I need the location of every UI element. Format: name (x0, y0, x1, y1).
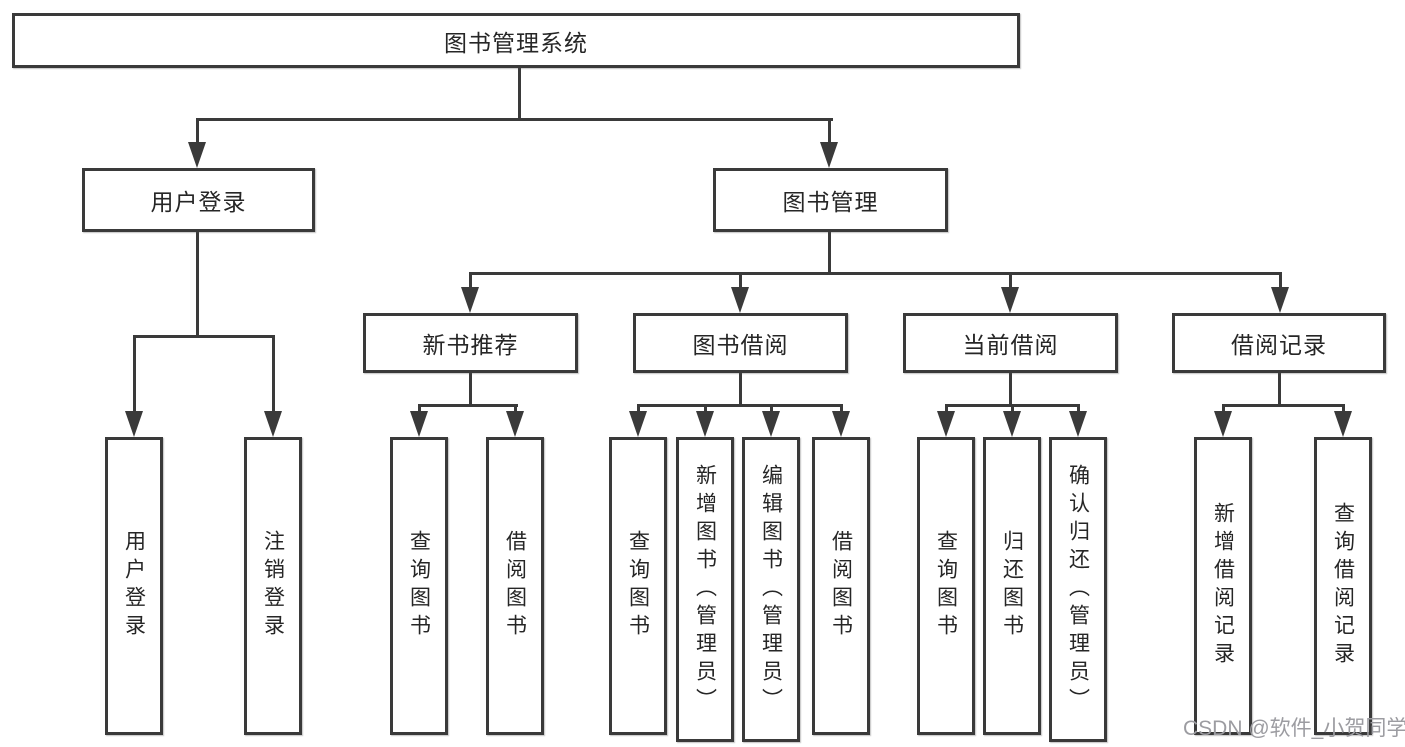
leaf-query-book-3: 查询图书 (917, 437, 975, 735)
arrow-down-icon (461, 287, 479, 313)
arrow-down-icon (731, 287, 749, 313)
connector-line (704, 404, 707, 414)
leaf-confirm-return-admin: 确认归还（管理员） (1049, 437, 1107, 742)
node-current-borrow: 当前借阅 (903, 313, 1118, 373)
connector-line (1342, 404, 1345, 414)
connector-line (739, 373, 742, 407)
leaf-borrow-book-2: 借阅图书 (812, 437, 870, 735)
arrow-down-icon (762, 411, 780, 437)
connector-line (469, 272, 1282, 275)
arrow-down-icon (1069, 411, 1087, 437)
connector-line (133, 335, 275, 338)
arrow-down-icon (832, 411, 850, 437)
node-label: 用户登录 (122, 530, 146, 642)
node-label: 归还图书 (1000, 530, 1024, 642)
connector-line (1077, 404, 1080, 414)
connector-line (272, 335, 275, 415)
connector-line (196, 118, 833, 121)
arrow-down-icon (1334, 411, 1352, 437)
node-book-management: 图书管理 (713, 168, 948, 232)
connector-line (1279, 272, 1282, 290)
connector-line (133, 335, 136, 415)
connector-line (1009, 272, 1012, 290)
arrow-down-icon (696, 411, 714, 437)
node-label: 新增图书（管理员） (693, 463, 717, 716)
node-label: 用户登录 (150, 189, 247, 215)
node-label: 查询图书 (626, 530, 650, 642)
node-label: 确认归还（管理员） (1066, 463, 1090, 716)
node-label: 查询图书 (934, 530, 958, 642)
arrow-down-icon (629, 411, 647, 437)
leaf-edit-book-admin: 编辑图书（管理员） (742, 437, 800, 742)
node-book-borrow: 图书借阅 (633, 313, 848, 373)
node-user-login: 用户登录 (82, 168, 315, 232)
arrow-down-icon (1271, 287, 1289, 313)
connector-line (637, 404, 843, 407)
leaf-query-book-1: 查询图书 (390, 437, 448, 735)
connector-line (1222, 404, 1225, 414)
connector-line (637, 404, 640, 414)
arrow-down-icon (1003, 411, 1021, 437)
arrow-down-icon (125, 411, 143, 437)
connector-line (518, 68, 521, 120)
connector-line (196, 232, 199, 337)
node-label: 借阅记录 (1231, 332, 1327, 358)
connector-line (469, 272, 472, 290)
leaf-add-borrow-record: 新增借阅记录 (1194, 437, 1252, 735)
watermark: CSDN @软件_小贺同学 (1183, 717, 1405, 740)
connector-line (770, 404, 773, 414)
connector-line (840, 404, 843, 414)
connector-line (1222, 404, 1345, 407)
node-label: 新增借阅记录 (1211, 502, 1235, 670)
node-label: 查询借阅记录 (1331, 502, 1355, 670)
connector-line (1278, 373, 1281, 407)
connector-line (1009, 373, 1012, 407)
connector-line (514, 404, 517, 414)
node-label: 借阅图书 (503, 530, 527, 642)
arrow-down-icon (820, 142, 838, 168)
arrow-down-icon (410, 411, 428, 437)
connector-line (196, 118, 199, 146)
connector-line (418, 404, 518, 407)
connector-line (828, 232, 831, 274)
node-root: 图书管理系统 (12, 13, 1020, 68)
node-label: 新书推荐 (422, 332, 519, 358)
connector-line (1011, 404, 1014, 414)
arrow-down-icon (506, 411, 524, 437)
connector-line (945, 404, 948, 414)
node-label: 图书管理 (782, 189, 879, 215)
arrow-down-icon (1001, 287, 1019, 313)
node-label: 图书管理系统 (444, 29, 588, 56)
arrow-down-icon (188, 142, 206, 168)
arrow-down-icon (1214, 411, 1232, 437)
leaf-logout: 注销登录 (244, 437, 302, 735)
leaf-user-login: 用户登录 (105, 437, 163, 735)
leaf-query-borrow-record: 查询借阅记录 (1314, 437, 1372, 735)
leaf-add-book-admin: 新增图书（管理员） (676, 437, 734, 742)
leaf-borrow-book-1: 借阅图书 (486, 437, 544, 735)
node-label: 查询图书 (407, 530, 431, 642)
node-label: 当前借阅 (962, 332, 1059, 358)
leaf-return-book: 归还图书 (983, 437, 1041, 735)
node-label: 编辑图书（管理员） (759, 463, 783, 716)
node-borrow-record: 借阅记录 (1172, 313, 1386, 373)
node-label: 注销登录 (261, 530, 285, 642)
leaf-query-book-2: 查询图书 (609, 437, 667, 735)
node-label: 借阅图书 (829, 530, 853, 642)
connector-line (828, 118, 831, 146)
arrow-down-icon (937, 411, 955, 437)
connector-line (418, 404, 421, 414)
node-new-book-recommend: 新书推荐 (363, 313, 578, 373)
arrow-down-icon (264, 411, 282, 437)
connector-line (469, 373, 472, 407)
node-label: 图书借阅 (692, 332, 789, 358)
connector-line (739, 272, 742, 290)
